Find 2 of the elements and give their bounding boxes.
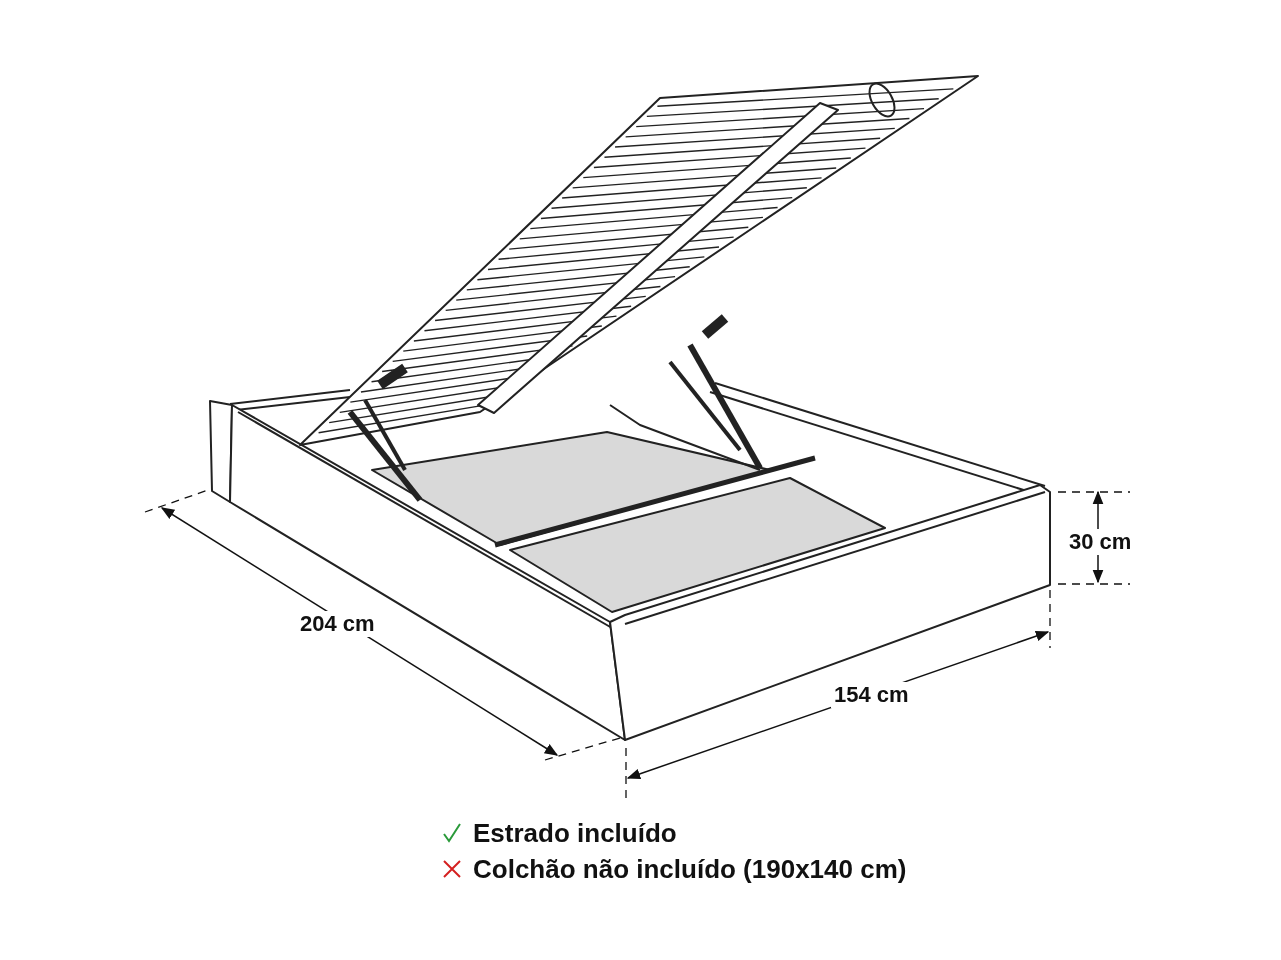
note-text: Colchão não incluído (190x140 cm) xyxy=(473,856,907,882)
note-text: Estrado incluído xyxy=(473,820,677,846)
